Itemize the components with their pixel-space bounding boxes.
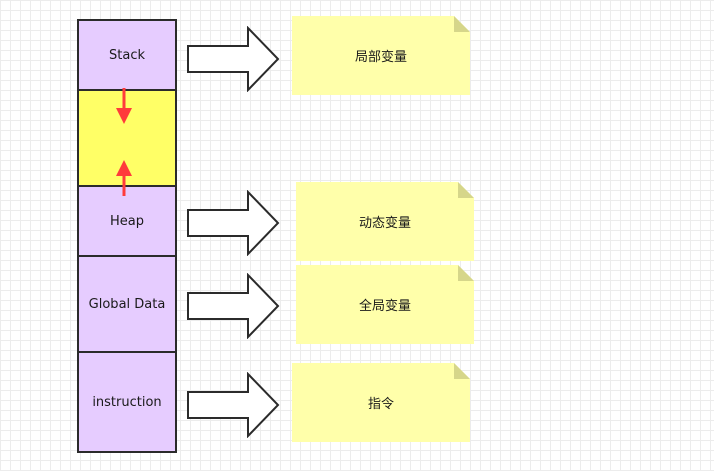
heap-growth-arrow-icon [116, 160, 132, 196]
note-stack: 局部变量 [292, 16, 470, 95]
instruction-block-arrow-icon [187, 372, 280, 438]
heap-block-arrow-icon [187, 190, 280, 256]
segment-heap: Heap [77, 185, 177, 257]
note-heap-label: 动态变量 [358, 216, 411, 231]
note-global-data-label: 全局变量 [358, 299, 411, 314]
segment-instruction: instruction [77, 351, 177, 453]
note-stack-shape [292, 16, 470, 95]
note-instruction: 指令 [292, 363, 470, 442]
segment-stack: Stack [77, 19, 177, 91]
stack-block-arrow-icon [187, 26, 280, 92]
global-data-block-arrow-icon [187, 273, 280, 339]
segment-heap-label: Heap [110, 213, 144, 229]
stack-growth-arrow-icon [116, 88, 132, 124]
note-stack-label: 局部变量 [354, 50, 407, 65]
note-heap-shape [296, 182, 474, 261]
note-instruction-shape [292, 363, 470, 442]
segment-global-data: Global Data [77, 255, 177, 353]
segment-stack-label: Stack [109, 47, 145, 63]
note-instruction-label: 指令 [367, 397, 394, 412]
segment-global-data-label: Global Data [88, 296, 166, 312]
note-heap: 动态变量 [296, 182, 474, 261]
segment-instruction-label: instruction [92, 394, 162, 410]
note-global-data-shape [296, 265, 474, 344]
note-global-data: 全局变量 [296, 265, 474, 344]
